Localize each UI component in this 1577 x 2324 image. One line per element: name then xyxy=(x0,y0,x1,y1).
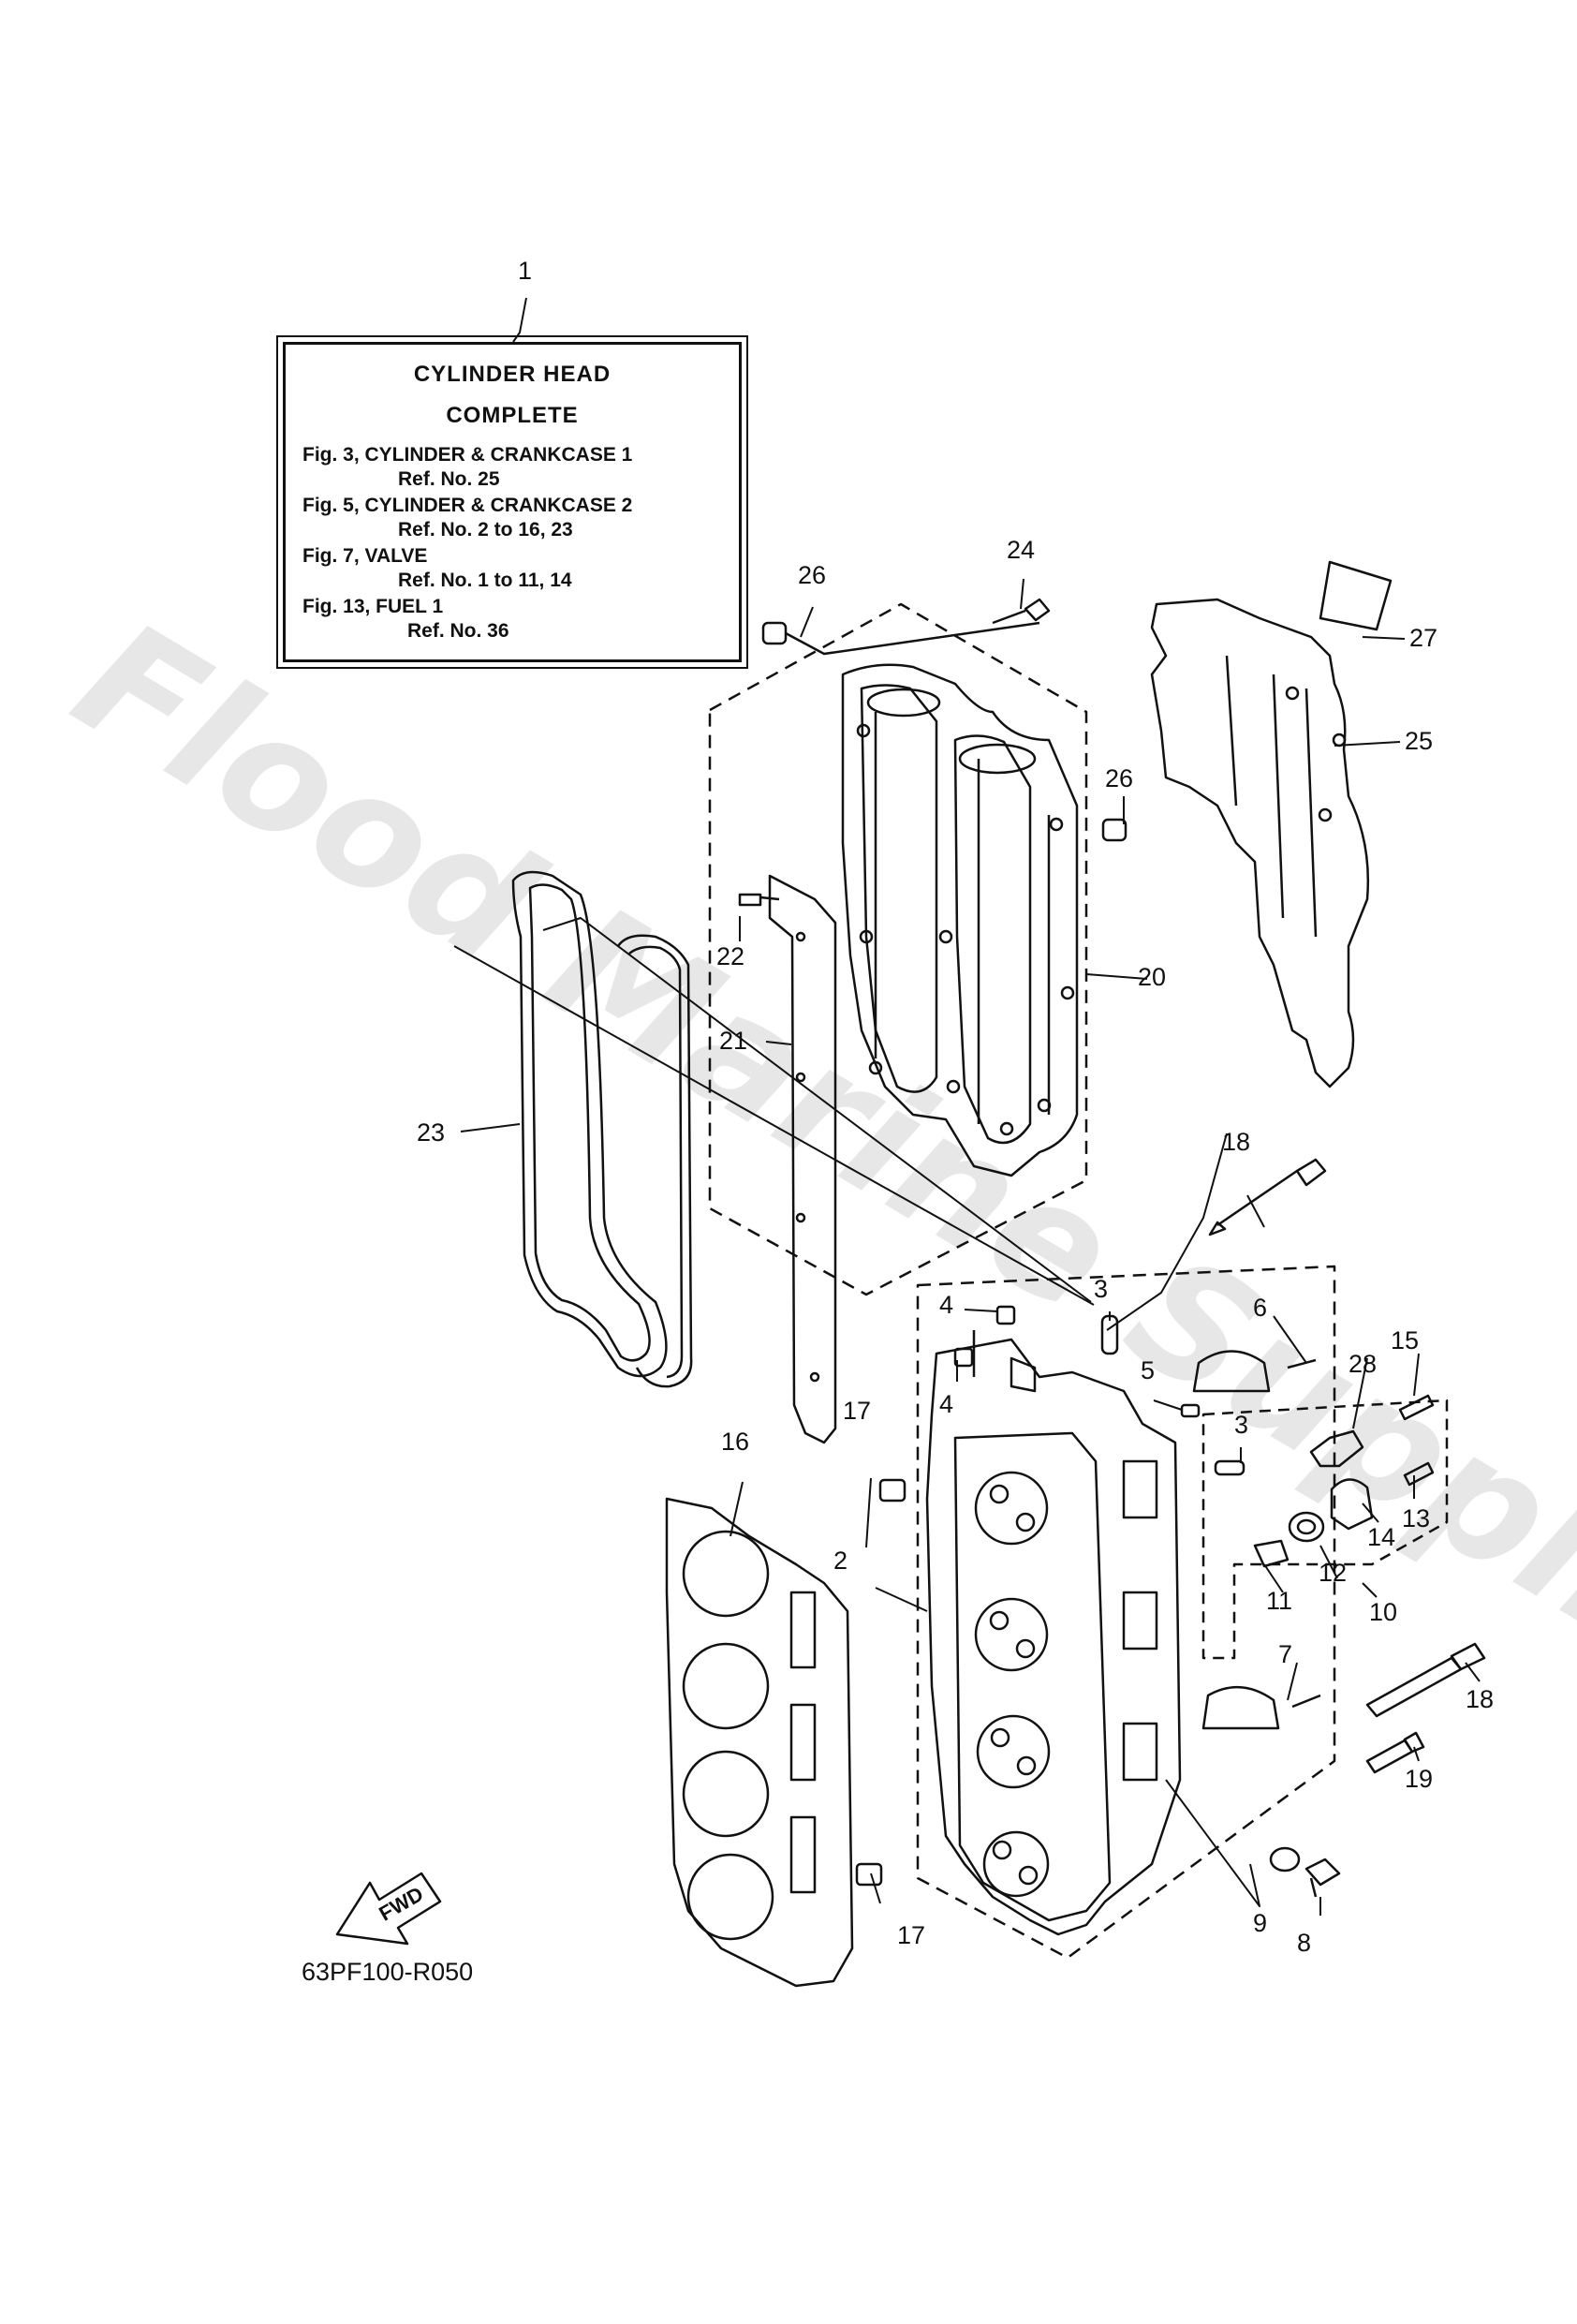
callout-25: 25 xyxy=(1405,727,1433,755)
callout-18-upper: 18 xyxy=(1222,1128,1250,1156)
callout-19: 19 xyxy=(1405,1765,1433,1793)
ref-fig-3: Fig. 3, CYLINDER & CRANKCASE 1 xyxy=(302,444,633,466)
ref-no-fig-13: Ref. No. 36 xyxy=(407,620,509,642)
callout-20: 20 xyxy=(1138,963,1166,991)
sensor-sub-assembly-dashed-outline xyxy=(1201,1399,1449,1660)
ref-fig-13: Fig. 13, FUEL 1 xyxy=(302,596,444,617)
leader-lines xyxy=(453,297,1481,1916)
ref-fig-7: Fig. 7, VALVE xyxy=(302,545,428,567)
bolt-part-22 xyxy=(738,893,780,907)
bolt-part-24 xyxy=(992,598,1051,625)
callout-9: 9 xyxy=(1253,1909,1267,1937)
label-sheet-part-27 xyxy=(1319,560,1393,631)
anode-cover-part-6-upper xyxy=(1192,1350,1317,1393)
callout-14: 14 xyxy=(1367,1523,1395,1551)
callout-5: 5 xyxy=(1141,1356,1155,1384)
diagram-code: 63PF100-R050 xyxy=(302,1958,474,1986)
cover-assembly-dashed-outline xyxy=(708,602,1088,1296)
callout-10: 10 xyxy=(1369,1598,1397,1626)
callout-labels: 1 26 24 27 25 26 22 20 21 23 18 4 3 6 15… xyxy=(417,257,1494,1957)
long-bolt-part-18-lower xyxy=(1365,1642,1486,1718)
callout-13: 13 xyxy=(1402,1504,1430,1532)
callout-7: 7 xyxy=(1278,1640,1292,1668)
callout-26-lower: 26 xyxy=(1105,764,1133,792)
callout-8: 8 xyxy=(1297,1929,1311,1957)
callout-12: 12 xyxy=(1319,1559,1347,1587)
bolt-part-13 xyxy=(1403,1461,1435,1487)
ref-no-fig-3: Ref. No. 25 xyxy=(398,468,500,490)
exhaust-cover-part-25 xyxy=(1150,598,1370,1088)
callout-17-upper: 17 xyxy=(843,1397,871,1425)
callout-3-upper: 3 xyxy=(1094,1275,1108,1303)
cover-gasket-part-23 xyxy=(511,870,693,1388)
callout-4-lower: 4 xyxy=(939,1390,953,1418)
grommet-part-26-lower xyxy=(1101,818,1127,842)
callout-18-lower: 18 xyxy=(1466,1685,1494,1713)
callout-21: 21 xyxy=(719,1027,747,1055)
callout-3-lower: 3 xyxy=(1234,1411,1248,1439)
dowel-part-17-lower xyxy=(855,1862,883,1887)
ref-box-title-line2: COMPLETE xyxy=(446,403,579,428)
callout-2: 2 xyxy=(833,1547,847,1575)
bolt-part-19 xyxy=(1365,1731,1425,1774)
callout-4-upper: 4 xyxy=(939,1291,953,1319)
cylinder-head-part-2 xyxy=(925,1330,1182,1936)
cover-plate-part-21 xyxy=(768,874,837,1444)
cylinder-head-cover-part-20 xyxy=(841,663,1079,1177)
ref-fig-5: Fig. 5, CYLINDER & CRANKCASE 2 xyxy=(302,495,633,516)
drain-bolt-part-8 xyxy=(1304,1858,1341,1898)
callout-24: 24 xyxy=(1007,536,1035,564)
anode-cover-part-7 xyxy=(1201,1685,1321,1730)
bolt-part-11 xyxy=(1253,1539,1290,1568)
ref-box-title-line1: CYLINDER HEAD xyxy=(413,362,612,387)
fwd-direction-arrow xyxy=(335,1872,442,1946)
callout-16: 16 xyxy=(721,1428,749,1456)
plug-part-4-upper xyxy=(995,1305,1016,1325)
long-bolt-part-18-upper xyxy=(1208,1158,1327,1236)
callout-28: 28 xyxy=(1349,1350,1377,1378)
callout-23: 23 xyxy=(417,1118,445,1147)
pin-part-5 xyxy=(1180,1403,1201,1418)
callout-27: 27 xyxy=(1409,624,1437,652)
dowel-part-17-upper xyxy=(878,1478,906,1502)
bolt-part-15 xyxy=(1398,1394,1435,1421)
gasket-part-9 xyxy=(1269,1846,1301,1873)
ref-no-fig-7: Ref. No. 1 to 11, 14 xyxy=(398,570,572,591)
grommet-part-12 xyxy=(1288,1511,1325,1543)
plug-part-4-lower xyxy=(953,1347,974,1368)
head-gasket-part-16 xyxy=(665,1497,854,1988)
callout-26-upper: 26 xyxy=(798,561,826,589)
ref-no-fig-5: Ref. No. 2 to 16, 23 xyxy=(398,519,573,540)
grommet-part-26-upper xyxy=(761,621,1040,656)
dowel-pin-part-3-lower xyxy=(1214,1459,1245,1476)
fwd-label: FWD xyxy=(375,1882,427,1926)
callout-17-lower: 17 xyxy=(897,1921,925,1949)
watermark-text: Flood Marine Supplies xyxy=(46,585,1577,1772)
cylinder-head-complete-reference-box: CYLINDER HEAD COMPLETE Fig. 3, CYLINDER … xyxy=(276,335,748,669)
head-assembly-dashed-outline xyxy=(916,1265,1336,1960)
temperature-sensor-part-28 xyxy=(1309,1429,1364,1468)
callout-22: 22 xyxy=(716,942,744,970)
callout-15: 15 xyxy=(1391,1326,1419,1354)
callout-11: 11 xyxy=(1266,1587,1292,1615)
callout-6: 6 xyxy=(1253,1294,1267,1322)
callout-1: 1 xyxy=(518,257,532,285)
holder-part-14 xyxy=(1330,1478,1374,1531)
